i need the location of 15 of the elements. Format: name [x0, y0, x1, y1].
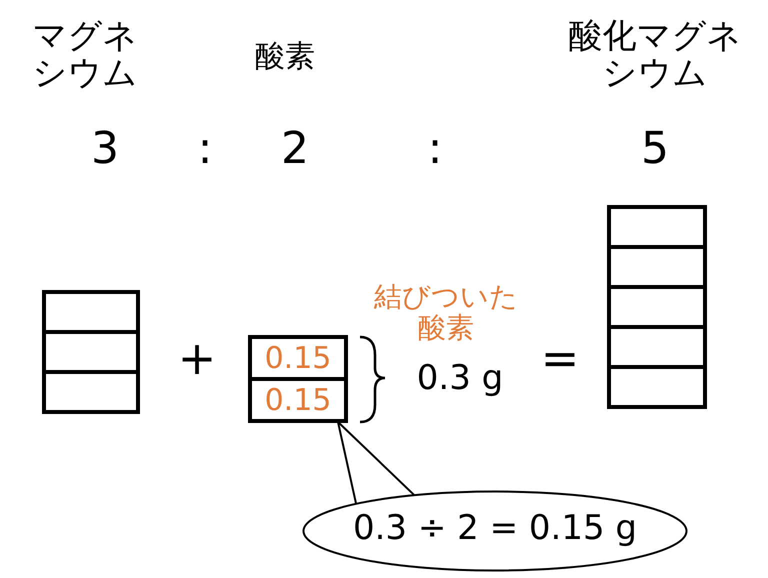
ratio-colon: :: [196, 125, 214, 174]
annotation-text: 結びついた酸素: [373, 282, 519, 344]
callout-tail: [337, 422, 358, 504]
ratio-colon: :: [426, 125, 444, 174]
mass-value: 0.3 g: [416, 360, 504, 398]
ratio-number: 3: [90, 125, 120, 174]
calculation-text: 0.3 ÷ 2 = 0.15 g: [352, 510, 638, 548]
ratio-number: 2: [280, 125, 310, 174]
equals-sign: =: [540, 333, 580, 384]
ratio-number: 5: [640, 125, 670, 174]
callout-ellipse: [302, 490, 688, 572]
substance-name: マグネシウム: [32, 18, 138, 93]
substance-name: 酸素: [254, 40, 316, 73]
substance-name: 酸化マグネシウム: [568, 18, 742, 93]
plus-sign: +: [176, 333, 218, 384]
